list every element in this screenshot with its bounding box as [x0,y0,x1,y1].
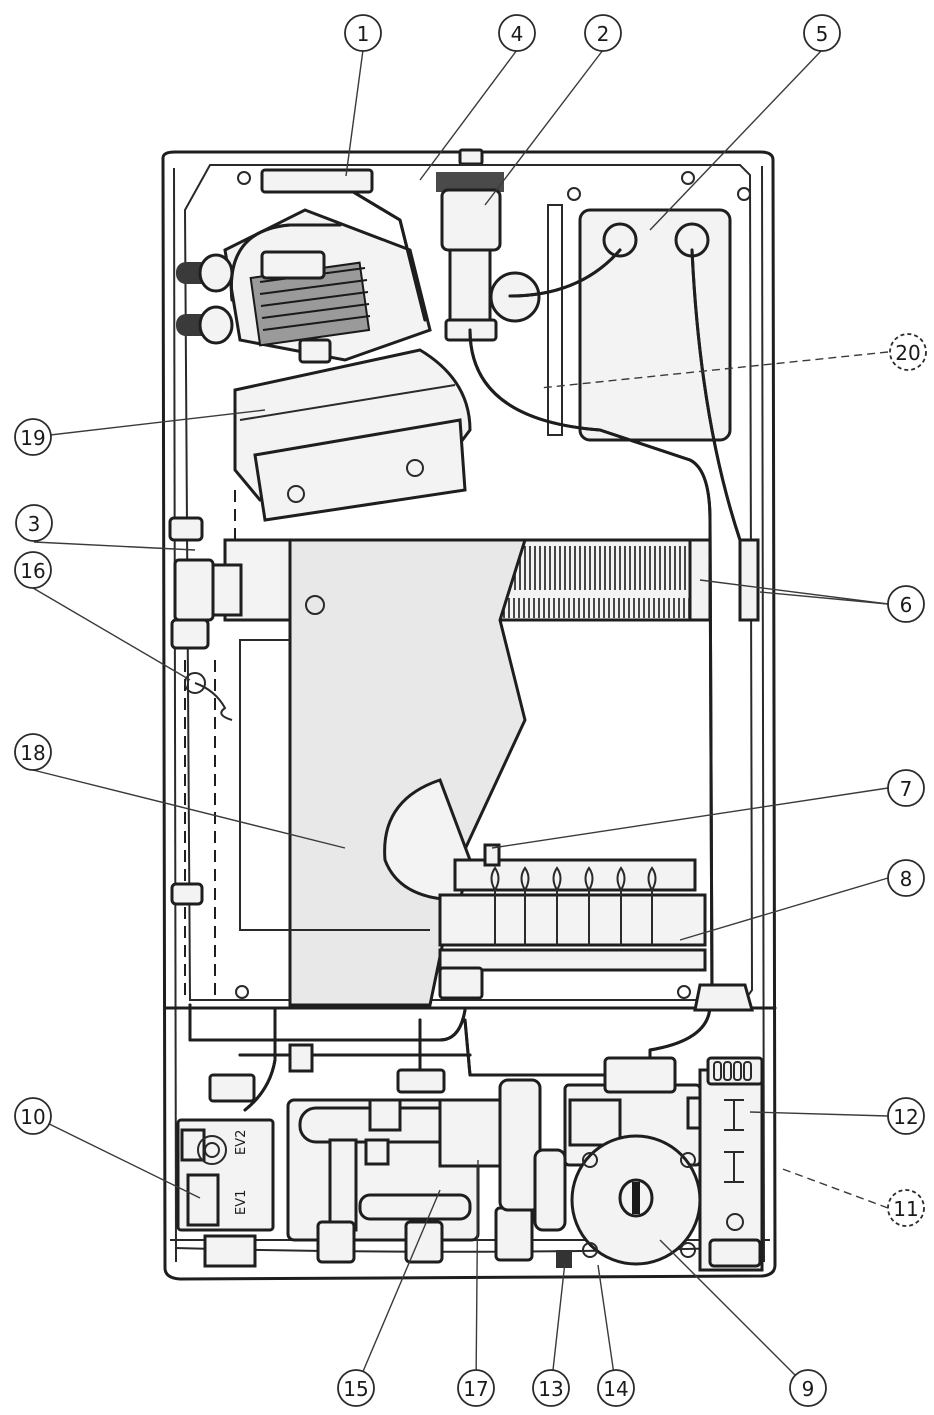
air-hoses [176,253,234,345]
callout-label-7: 7 [900,777,913,801]
callout-label-4: 4 [511,22,524,46]
callout-circle-4 [498,14,536,52]
electrical-box [698,1056,764,1272]
bottom-pipework [188,966,754,1112]
callout-circle-1 [344,14,382,52]
callout-label-10: 10 [20,1105,45,1129]
burner [438,843,707,992]
callout-circle-14 [597,1369,635,1407]
flow-sensor-pipe [168,490,330,1000]
callout-label-17: 17 [463,1377,488,1401]
burner-jet [552,866,562,945]
callout-label-16: 16 [20,559,45,583]
burner-jet [647,866,657,945]
gas-valve: EV1 EV2 [176,1118,275,1268]
callout-label-12: 12 [893,1105,918,1129]
callout-label-6: 6 [900,593,913,617]
callout-label-9: 9 [802,1377,815,1401]
callout-9: 9 [789,1369,827,1407]
burner-jet [616,866,626,945]
callout-11: 11 [887,1189,925,1227]
callout-5: 5 [803,14,841,52]
expansion-vessel [468,204,742,1002]
callout-4: 4 [498,14,536,52]
callout-circle-13 [532,1369,570,1407]
callout-label-2: 2 [597,22,610,46]
callout-label-3: 3 [28,512,41,536]
callout-19: 19 [14,418,52,456]
callout-14: 14 [597,1369,635,1407]
leader-lines [32,49,889,1389]
callout-label-19: 19 [20,426,45,450]
callout-15: 15 [337,1369,375,1407]
callout-circle-6 [887,585,925,623]
callout-18: 18 [14,733,52,771]
callout-circle-11 [887,1189,925,1227]
callout-label-20: 20 [895,341,920,365]
callout-10: 10 [14,1097,52,1135]
callout-circle-17 [457,1369,495,1407]
callout-2: 2 [584,14,622,52]
callout-label-8: 8 [900,867,913,891]
callout-circle-20 [889,333,927,371]
callout-circle-19 [14,418,52,456]
burner-jet [520,866,530,945]
callout-circle-18 [14,733,52,771]
callout-circle-9 [789,1369,827,1407]
callout-12: 12 [887,1097,925,1135]
callout-circle-10 [14,1097,52,1135]
callout-13: 13 [532,1369,570,1407]
pressure-switch [436,172,541,342]
callout-7: 7 [887,769,925,807]
callout-circle-16 [14,551,52,589]
fan-assembly [223,168,472,522]
callout-circle-5 [803,14,841,52]
hydraulic-block [286,1078,567,1264]
callout-label-15: 15 [343,1377,368,1401]
callout-label-11: 11 [893,1197,918,1221]
callout-circle-8 [887,859,925,897]
callout-circle-7 [887,769,925,807]
callout-label-18: 18 [20,741,45,765]
callout-1: 1 [344,14,382,52]
callout-label-5: 5 [816,22,829,46]
callout-circle-3 [15,504,53,542]
callout-8: 8 [887,859,925,897]
valve-label-ev2: EV2 [234,1130,249,1155]
callout-20: 20 [889,333,927,371]
callout-label-14: 14 [603,1377,628,1401]
valve-label-ev1: EV1 [234,1190,249,1215]
circulation-pump [556,1056,710,1268]
callout-3: 3 [15,504,53,542]
callout-label-1: 1 [357,22,370,46]
callout-6: 6 [887,585,925,623]
burner-jet [584,866,594,945]
callout-16: 16 [14,551,52,589]
callout-circle-12 [887,1097,925,1135]
callout-label-13: 13 [538,1377,563,1401]
callout-circle-15 [337,1369,375,1407]
callout-circle-2 [584,14,622,52]
callout-17: 17 [457,1369,495,1407]
burner-jet [490,866,500,945]
